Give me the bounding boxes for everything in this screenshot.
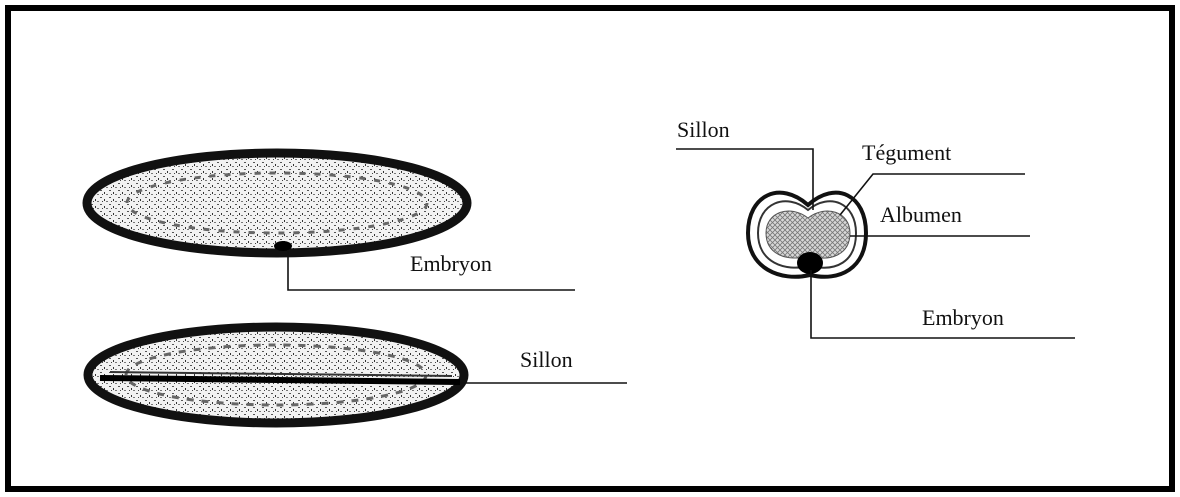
albumen-label: Albumen <box>880 202 962 227</box>
embryo-cross-mark <box>797 252 823 274</box>
furrow-line <box>100 378 460 382</box>
embryo-cross-label: Embryon <box>922 305 1004 330</box>
embryo-side-label: Embryon <box>410 251 492 276</box>
furrow-cross-label: Sillon <box>677 117 730 142</box>
grain-side-outline <box>87 153 467 253</box>
albumen-fill <box>766 211 850 258</box>
embryo-side-mark <box>274 241 292 251</box>
grain-top-view <box>88 327 464 423</box>
furrow-top-label: Sillon <box>520 347 573 372</box>
grain-side-view <box>87 153 467 253</box>
tegument-label: Tégument <box>862 140 951 165</box>
